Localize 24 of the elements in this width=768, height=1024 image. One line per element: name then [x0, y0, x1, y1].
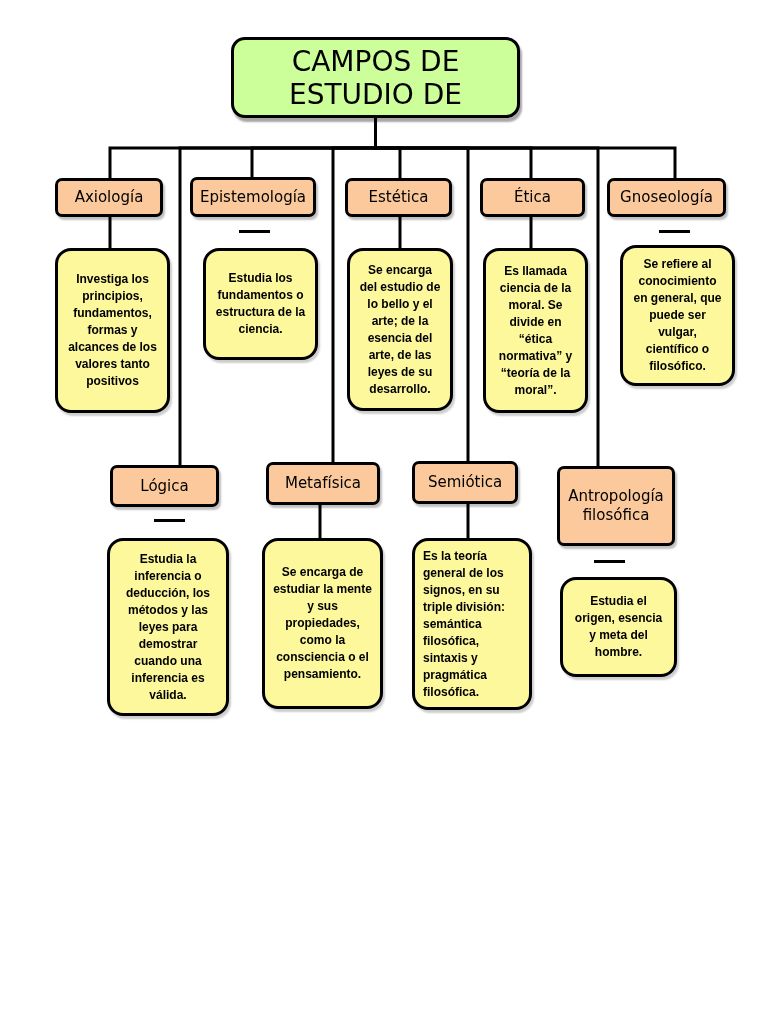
category-box: Metafísica: [266, 462, 380, 505]
description-box: Se encarga de estudiar la mente y sus propiedades, como la consciencia o el pensamiento.: [262, 538, 383, 709]
connector-line: [398, 217, 402, 248]
description-box: Estudia el origen, esencia y meta del hombre.: [560, 577, 677, 677]
title-box: CAMPOS DE ESTUDIO DE: [231, 37, 520, 118]
description-box: Se refiere al conocimiento en general, que puede ser vulgar, científico o filosófico.: [620, 245, 735, 386]
connector-line: [466, 504, 470, 538]
connector-line: [108, 217, 112, 248]
category-box: Estética: [345, 178, 452, 217]
description-box: Estudia los fundamentos o estructura de la ciencia.: [203, 248, 318, 360]
category-box: Gnoseología: [607, 178, 726, 217]
description-box: Es la teoría general de los signos, en su triple división: semántica filosófica, sintaxis y pragmática filosófica.: [412, 538, 532, 710]
category-box: Axiología: [55, 178, 163, 217]
category-box: Epistemología: [190, 177, 316, 217]
description-box: Es llamada ciencia de la moral. Se divide en “ética normativa” y “teoría de la moral”.: [483, 248, 588, 413]
category-box: Lógica: [110, 465, 219, 507]
connector-line: [529, 217, 533, 248]
category-box: Antropología filosófica: [557, 466, 675, 546]
description-box: Estudia la inferencia o deducción, los métodos y las leyes para demostrar cuando una inferencia es válida.: [107, 538, 229, 716]
category-box: Ética: [480, 178, 585, 217]
description-box: Investiga los principios, fundamentos, formas y alcances de los valores tanto positivos: [55, 248, 170, 413]
description-box: Se encarga del estudio de lo bello y el arte; de la esencia del arte, de las leyes de su desarrollo.: [347, 248, 453, 411]
connector-line: [318, 505, 322, 538]
category-box: Semiótica: [412, 461, 518, 504]
